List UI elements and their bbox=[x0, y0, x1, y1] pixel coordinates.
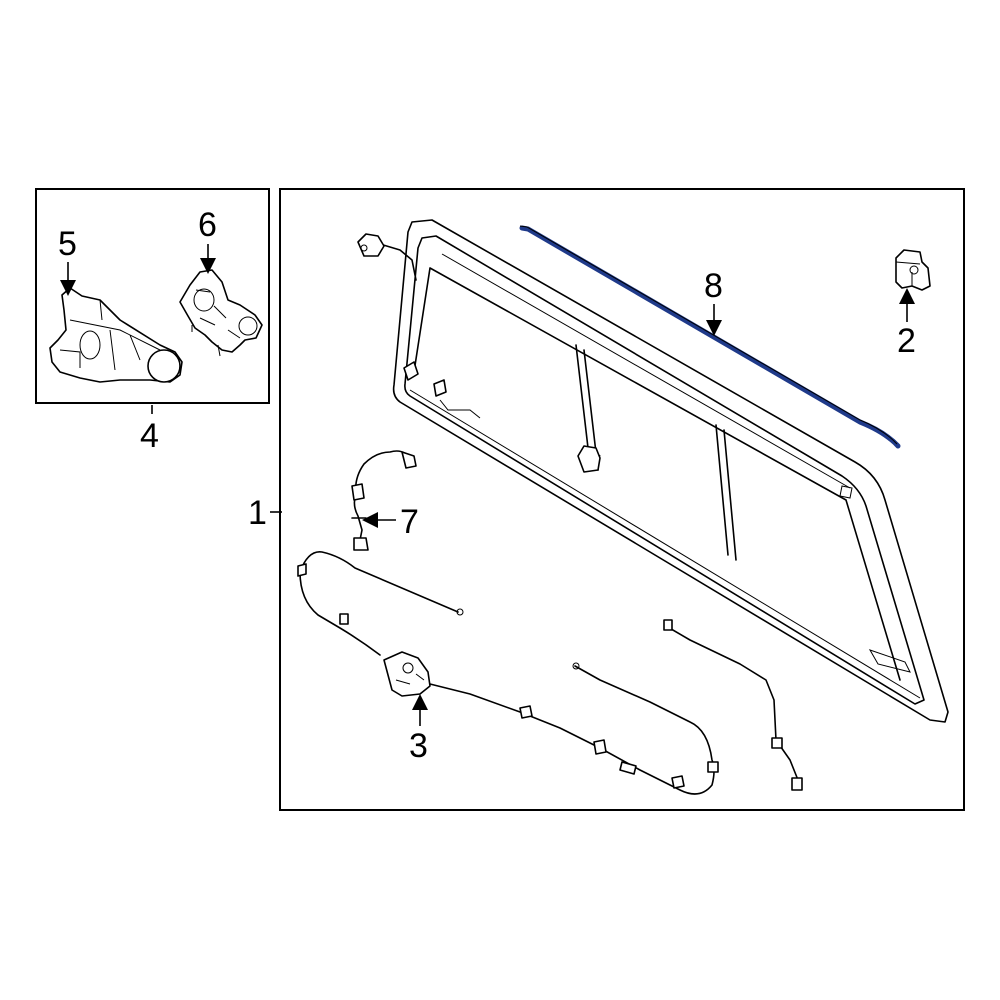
motor-part[interactable] bbox=[179, 269, 263, 357]
main-assembly-frame bbox=[279, 188, 965, 811]
drain-cable-part[interactable] bbox=[663, 619, 803, 791]
callout-6: 6 bbox=[198, 206, 217, 244]
callout-3: 3 bbox=[409, 727, 428, 765]
window-connector-part[interactable] bbox=[357, 233, 417, 281]
callout-1: 1 bbox=[248, 494, 267, 532]
callout-4: 4 bbox=[140, 417, 159, 455]
motor-bracket-part[interactable] bbox=[49, 287, 183, 383]
callout-8: 8 bbox=[704, 267, 723, 305]
rear-window-part[interactable] bbox=[392, 219, 949, 723]
callout-2: 2 bbox=[897, 322, 916, 360]
seal-strip-part[interactable] bbox=[519, 225, 901, 449]
clip-part[interactable] bbox=[895, 249, 931, 291]
subassembly-frame bbox=[35, 188, 270, 404]
callout-7: 7 bbox=[400, 503, 419, 541]
callout-5: 5 bbox=[58, 225, 77, 263]
latch-cable-part[interactable] bbox=[297, 551, 719, 795]
